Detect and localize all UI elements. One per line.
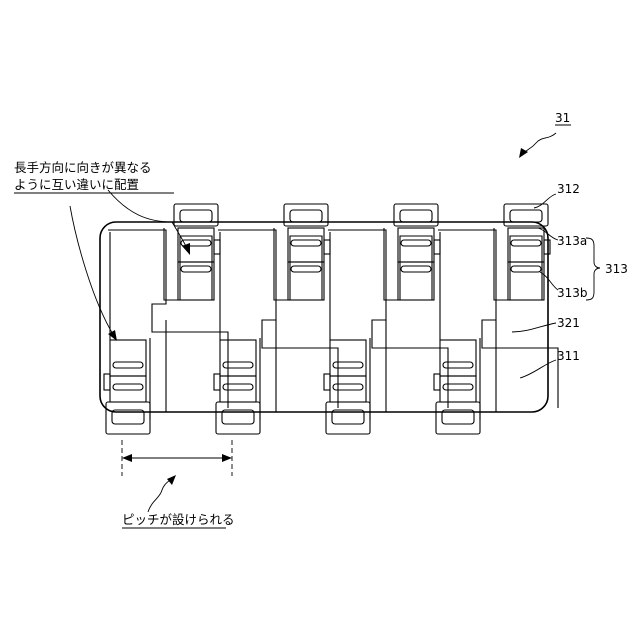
cell-top-4-cap-slot <box>510 210 542 222</box>
cell-top-3-latch-b <box>401 266 431 272</box>
cell-bottom-2-tab <box>214 374 220 390</box>
cell-bottom-2-cap <box>216 402 260 434</box>
cell-top-4-latch-b <box>511 266 541 272</box>
cell-top-3-latch-a <box>401 240 431 246</box>
bracket-313 <box>586 238 600 300</box>
cell-group <box>104 204 558 434</box>
leader-lines <box>70 133 600 512</box>
cell-top-4-terminal-low <box>508 262 544 300</box>
pitch-arrow-left <box>122 454 132 462</box>
leader-321 <box>512 323 556 332</box>
cell-top-1-tab <box>214 240 220 254</box>
note-leader-lower <box>70 206 114 336</box>
cell-body-4-outline <box>438 230 558 408</box>
cell-bottom-3-terminal <box>330 340 366 376</box>
cell-top-1-shoulder <box>164 228 212 300</box>
leader-311 <box>520 360 556 378</box>
cell-top-2-terminal <box>288 228 324 262</box>
pitch-leader <box>148 478 172 512</box>
note-line-2: ように互い違いに配置 <box>14 177 139 192</box>
ref-label-313a: 313a <box>557 234 587 248</box>
pitch-dimension <box>122 440 232 476</box>
cell-bottom-4-terminal <box>440 340 476 376</box>
cell-body-1-outline <box>108 230 228 408</box>
pitch-arrow-right <box>222 454 232 462</box>
leader-313b <box>540 272 558 290</box>
cell-top-4-shoulder <box>494 228 542 300</box>
cell-body-2-outline <box>218 230 338 408</box>
cell-top-4-latch-a <box>511 240 541 246</box>
cell-bottom-1-terminal-low <box>110 376 146 402</box>
cell-bottom-1-tab <box>104 374 110 390</box>
cell-top-1-cap-slot <box>180 210 212 222</box>
cell-top-3-terminal <box>398 228 434 262</box>
cell-top-3-shoulder <box>384 228 432 300</box>
cell-bottom-3-cap <box>326 402 370 434</box>
cell-bottom-1-terminal <box>110 340 146 376</box>
cell-top-4-terminal <box>508 228 544 262</box>
cell-top-3-tab <box>434 240 440 254</box>
pitch-arrowhead <box>167 475 176 485</box>
cell-bottom-3-terminal-low <box>330 376 366 402</box>
pitch-note: ピッチが設けられる <box>122 512 235 527</box>
ref-label-311: 311 <box>557 349 580 363</box>
cell-top-2-latch-b <box>291 266 321 272</box>
arrowhead-31 <box>519 148 528 158</box>
cell-top-3-cap-slot <box>400 210 432 222</box>
note-line-1: 長手方向に向きが異なる <box>14 160 152 175</box>
ref-label-313b: 313b <box>557 286 588 300</box>
cell-bottom-1-latch-b <box>113 384 143 390</box>
cell-bottom-4-tab <box>434 374 440 390</box>
cell-top-1-terminal-low <box>178 262 214 300</box>
note-arrowhead-lower <box>108 330 117 341</box>
cell-top-3-terminal-low <box>398 262 434 300</box>
ref-label-313: 313 <box>605 262 628 276</box>
ref-label-321: 321 <box>557 316 580 330</box>
leader-312 <box>534 194 556 208</box>
cell-top-1-terminal <box>178 228 214 262</box>
cell-top-2-shoulder <box>274 228 322 300</box>
cell-top-1-latch-b <box>181 266 211 272</box>
cell-bottom-4-terminal-low <box>440 376 476 402</box>
ref-label-31: 31 <box>555 111 570 125</box>
cell-top-2-tab <box>324 240 330 254</box>
leader-31 <box>523 133 556 154</box>
cell-bottom-1-latch-a <box>113 362 143 368</box>
cell-top-2-latch-a <box>291 240 321 246</box>
cell-bottom-1-cap <box>106 402 150 434</box>
ref-label-312: 312 <box>557 182 580 196</box>
cell-bottom-4-cap <box>436 402 480 434</box>
cell-bottom-2-terminal <box>220 340 256 376</box>
cell-top-4-tab <box>544 240 550 254</box>
cell-top-2-terminal-low <box>288 262 324 300</box>
cell-bottom-3-tab <box>324 374 330 390</box>
cell-bottom-2-terminal-low <box>220 376 256 402</box>
cell-body-3-outline <box>328 230 448 408</box>
note-arrowhead-upper <box>182 243 190 255</box>
cell-top-2-cap-slot <box>290 210 322 222</box>
note-leader-upper <box>108 190 188 250</box>
